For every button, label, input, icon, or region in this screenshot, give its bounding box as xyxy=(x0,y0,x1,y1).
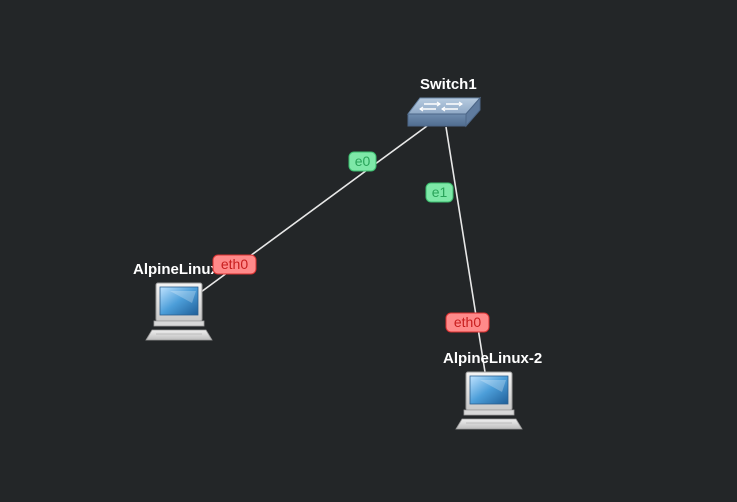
node-label-alpinelinux-1: AlpineLinux-1 xyxy=(133,261,232,278)
port-label-host2-eth0[interactable]: eth0 xyxy=(445,312,490,333)
node-alpinelinux-2[interactable]: AlpineLinux-2 xyxy=(443,350,542,430)
port-label-text: eth0 xyxy=(454,314,481,330)
link-switch-host2[interactable] xyxy=(445,126,486,373)
node-label-switch1: Switch1 xyxy=(420,76,477,93)
node-switch1[interactable]: Switch1 xyxy=(407,76,482,128)
computer-icon xyxy=(455,371,523,430)
port-label-text: e0 xyxy=(355,153,371,169)
ethernet-switch-icon xyxy=(407,96,482,128)
port-label-switch-e0[interactable]: e0 xyxy=(348,151,377,172)
port-label-text: e1 xyxy=(432,184,448,200)
node-alpinelinux-1[interactable]: AlpineLinux-1 xyxy=(133,261,232,341)
port-label-text: eth0 xyxy=(221,256,248,272)
computer-icon xyxy=(145,282,213,341)
port-label-switch-e1[interactable]: e1 xyxy=(425,182,454,203)
node-label-alpinelinux-2: AlpineLinux-2 xyxy=(443,350,542,367)
port-label-host1-eth0[interactable]: eth0 xyxy=(212,254,257,275)
